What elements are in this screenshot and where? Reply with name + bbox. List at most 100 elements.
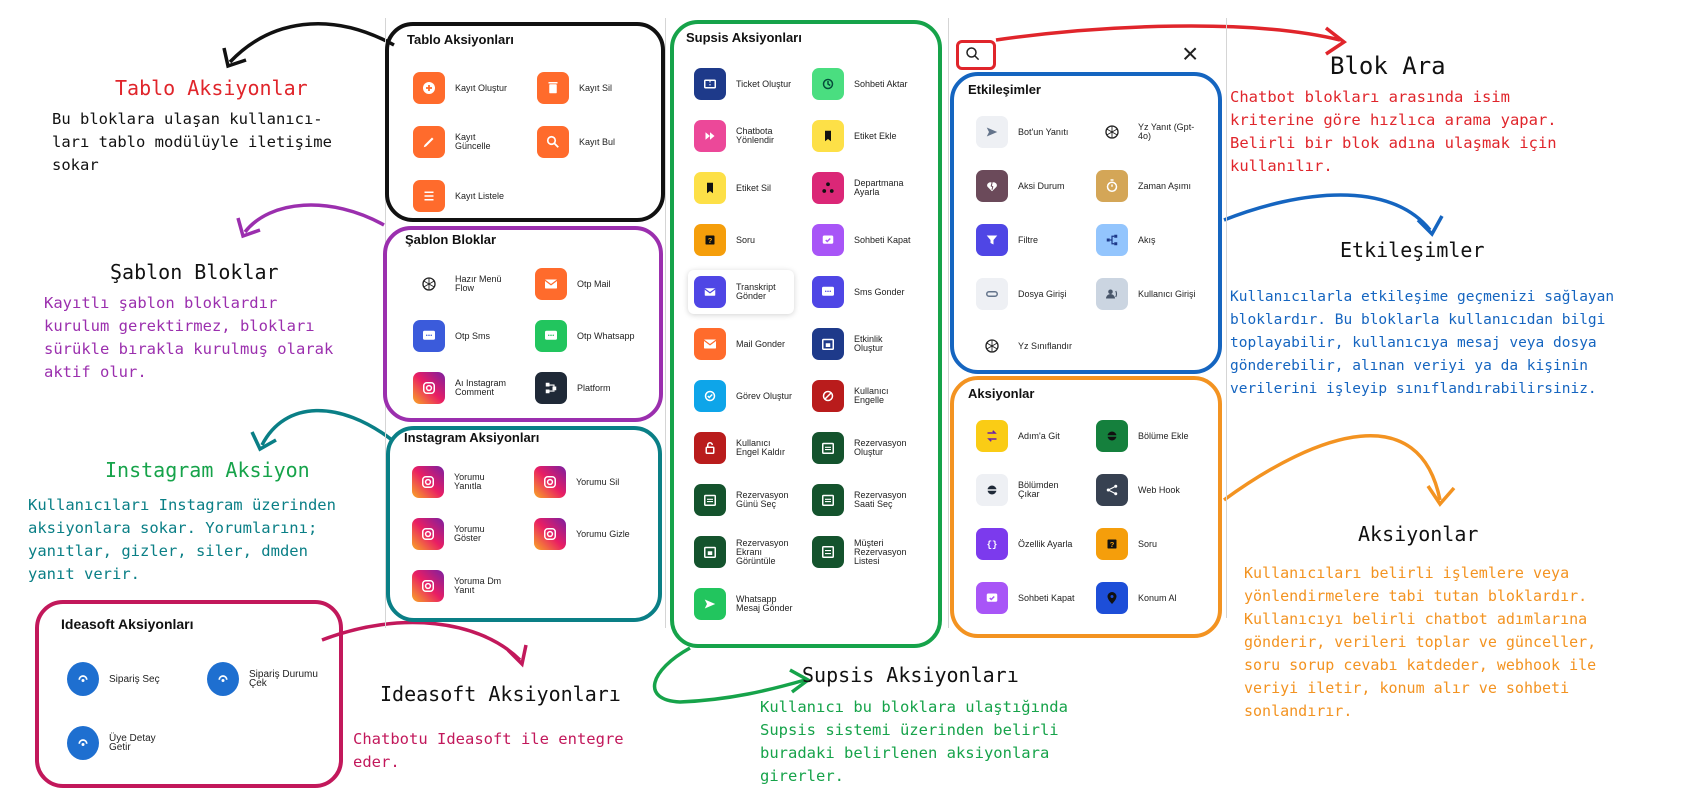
- block-yz-yanit[interactable]: Yz Yanıt (Gpt-4o): [1096, 116, 1196, 148]
- block-hazir-menu-flow[interactable]: Hazır Menü Flow: [413, 268, 513, 300]
- annotation-ideasoft-text: Chatbotu Ideasoft ile entegre eder.: [353, 730, 624, 771]
- block-kullanici-engel-kaldir[interactable]: Kullanıcı Engel Kaldır: [694, 432, 794, 464]
- block-ai-instagram-comment[interactable]: Aı Instagram Comment: [413, 372, 513, 404]
- goto-icon: [976, 420, 1008, 452]
- block-departmana-ayarla[interactable]: Departmana Ayarla: [812, 172, 912, 204]
- block-aksi-durum[interactable]: Aksi Durum: [976, 170, 1076, 202]
- department-icon: [812, 172, 844, 204]
- ideasoft-panel: Ideasoft Aksiyonları Sipariş Seç Sipariş…: [35, 600, 343, 788]
- block-label: Kayıt Oluştur: [455, 82, 508, 93]
- block-kayit-bul[interactable]: Kayıt Bul: [537, 126, 637, 158]
- block-zaman-asimi[interactable]: Zaman Aşımı: [1096, 170, 1196, 202]
- plus-circle-icon: [413, 72, 445, 104]
- instagram-icon: [412, 466, 444, 498]
- block-otp-mail[interactable]: Otp Mail: [535, 268, 635, 300]
- block-transkript-gonder[interactable]: Transkript Gönder: [688, 270, 794, 314]
- annotation-sablon-title: Şablon Bloklar: [110, 260, 279, 284]
- block-gorev-olustur[interactable]: Görev Oluştur: [694, 380, 794, 412]
- block-yoruma-dm-yanit[interactable]: Yoruma Dm Yanıt: [412, 570, 512, 602]
- block-sms-gonder[interactable]: Sms Gonder: [812, 276, 912, 308]
- block-ozellik-ayarla[interactable]: {} Özellik Ayarla: [976, 528, 1076, 560]
- user-input-icon: [1096, 278, 1128, 310]
- block-rezervasyon-saati-sec[interactable]: Rezervasyon Saati Seç: [812, 484, 912, 516]
- annotation-supsis-text: Kullanıcı bu bloklara ulaştığında Supsis…: [760, 698, 1068, 785]
- mail-icon: [694, 328, 726, 360]
- arrow-instagram: [260, 408, 394, 446]
- block-botun-yaniti[interactable]: Bot'un Yanıtı: [976, 116, 1076, 148]
- block-uye-detay-getir[interactable]: Üye Detay Getir: [67, 726, 179, 760]
- block-siparis-sec[interactable]: Sipariş Seç: [67, 662, 179, 696]
- block-label: Platform: [577, 382, 611, 393]
- block-kayit-listele[interactable]: Kayıt Listele: [413, 180, 513, 212]
- block-rezervasyon-olustur[interactable]: Rezervasyon Oluştur: [812, 432, 912, 464]
- block-rezervasyon-gunu-sec[interactable]: Rezervasyon Günü Seç: [694, 484, 794, 516]
- search-icon[interactable]: [964, 45, 982, 63]
- openai-icon: [1096, 116, 1128, 148]
- block-otp-sms[interactable]: Otp Sms: [413, 320, 513, 352]
- block-otp-whatsapp[interactable]: Otp Whatsapp: [535, 320, 635, 352]
- block-label: Aı Instagram Comment: [455, 378, 507, 397]
- block-sohbeti-aktar[interactable]: Sohbeti Aktar: [812, 68, 912, 100]
- chat-icon: [535, 320, 567, 352]
- block-yorumu-gizle[interactable]: Yorumu Gizle: [534, 518, 634, 550]
- annotation-aksiyonlar-text: Kullanıcıları belirli işlemlere veya yön…: [1244, 564, 1597, 720]
- block-filtre[interactable]: Filtre: [976, 224, 1076, 256]
- annotation-instagram-text: Kullanıcıları Instagram üzerinden aksiyo…: [28, 496, 336, 583]
- block-platform[interactable]: Platform: [535, 372, 635, 404]
- sms-icon: [413, 320, 445, 352]
- block-dosya-girisi[interactable]: Dosya Girişi: [976, 278, 1076, 310]
- divider-right: [948, 18, 949, 628]
- instagram-icon: [412, 518, 444, 550]
- svg-text:{}: {}: [987, 540, 998, 550]
- block-label: Akış: [1138, 234, 1156, 245]
- block-etiket-ekle[interactable]: Etiket Ekle: [812, 120, 912, 152]
- block-chatbota-yonlendir[interactable]: Chatbota Yönlendir: [694, 120, 794, 152]
- block-sohbeti-kapat-aksiyon[interactable]: Sohbeti Kapat: [976, 582, 1076, 614]
- block-ticket-olustur[interactable]: Ticket Oluştur: [694, 68, 794, 100]
- block-kayit-guncelle[interactable]: Kayıt Güncelle: [413, 126, 513, 158]
- block-rezervasyon-ekrani-goruntule[interactable]: Rezervasyon Ekranı Görüntüle: [694, 536, 794, 568]
- block-mail-gonder[interactable]: Mail Gonder: [694, 328, 794, 360]
- block-label: Ticket Oluştur: [736, 78, 792, 89]
- block-kullanici-girisi[interactable]: Kullanıcı Girişi: [1096, 278, 1196, 310]
- send-icon: [976, 116, 1008, 148]
- block-label: Kayıt Güncelle: [455, 132, 491, 151]
- ideasoft-icon: [207, 662, 239, 696]
- block-etiket-sil[interactable]: Etiket Sil: [694, 172, 794, 204]
- section-remove-icon: [976, 474, 1008, 506]
- block-bolume-ekle[interactable]: Bölüme Ekle: [1096, 420, 1196, 452]
- block-adima-git[interactable]: Adım'a Git: [976, 420, 1076, 452]
- block-kayit-sil[interactable]: Kayıt Sil: [537, 72, 637, 104]
- block-etkinlik-olustur[interactable]: Etkinlik Oluştur: [812, 328, 912, 360]
- block-label: Özellik Ayarla: [1018, 538, 1073, 549]
- block-bolumden-cikar[interactable]: Bölümden Çıkar: [976, 474, 1076, 506]
- trash-icon: [537, 72, 569, 104]
- block-label: Otp Mail: [577, 278, 611, 289]
- block-label: Yorumu Göster: [454, 524, 485, 543]
- block-siparis-durumu-cek[interactable]: Sipariş Durumu Çek: [207, 662, 319, 696]
- block-label: Rezervasyon Ekranı Görüntüle: [736, 537, 789, 566]
- block-label: Kayıt Bul: [579, 136, 616, 147]
- block-akis[interactable]: Akış: [1096, 224, 1196, 256]
- block-musteri-rezervasyon-listesi[interactable]: Müşteri Rezervasyon Listesi: [812, 536, 912, 568]
- block-label: Chatbota Yönlendir: [736, 126, 775, 145]
- block-soru-aksiyon[interactable]: ? Soru: [1096, 528, 1196, 560]
- block-konum-al[interactable]: Konum Al: [1096, 582, 1196, 614]
- etkilesimler-title: Etkileşimler: [968, 82, 1041, 97]
- block-web-hook[interactable]: Web Hook: [1096, 474, 1196, 506]
- block-sohbeti-kapat[interactable]: Sohbeti Kapat: [812, 224, 912, 256]
- block-yorumu-goster[interactable]: Yorumu Göster: [412, 518, 512, 550]
- block-yorumu-yanitla[interactable]: Yorumu Yanıtla: [412, 466, 512, 498]
- chat-close-icon: [812, 224, 844, 256]
- block-soru[interactable]: ? Soru: [694, 224, 794, 256]
- sablon-frame: [383, 226, 663, 422]
- block-kullanici-engelle[interactable]: Kullanıcı Engelle: [812, 380, 912, 412]
- block-kayit-olustur[interactable]: Kayıt Oluştur: [413, 72, 513, 104]
- block-whatsapp-mesaj-gonder[interactable]: Whatsapp Mesaj Gönder: [694, 588, 794, 620]
- block-label: Bölüme Ekle: [1138, 430, 1189, 441]
- block-yorumu-sil[interactable]: Yorumu Sil: [534, 466, 634, 498]
- calendar-icon: [812, 328, 844, 360]
- close-icon[interactable]: ×: [1182, 38, 1199, 69]
- block-yz-siniflandir[interactable]: Yz Sınıflandır: [976, 330, 1076, 362]
- block-label: Kullanıcı Girişi: [1138, 288, 1196, 299]
